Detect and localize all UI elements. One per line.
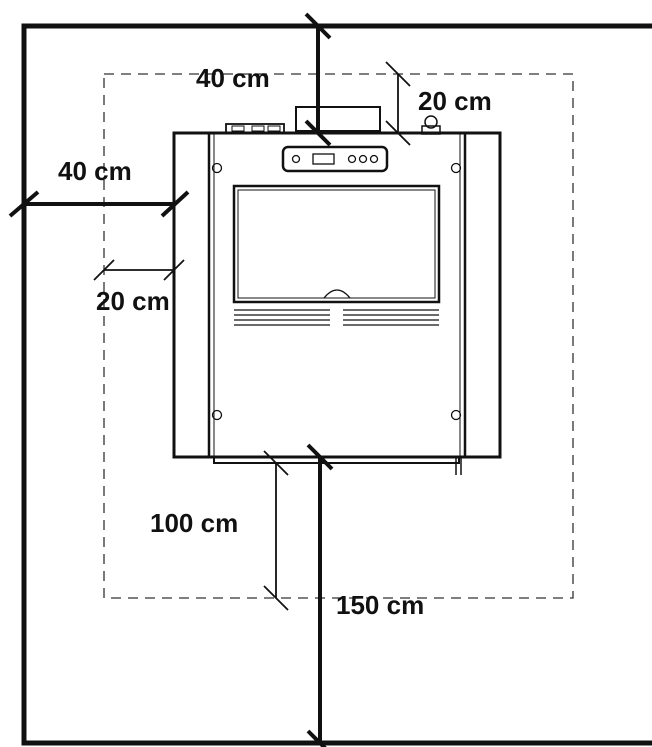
screw-top-left	[211, 162, 223, 174]
clearance-zone-dashed	[103, 73, 574, 599]
stove-glass-window	[232, 184, 441, 304]
screw-top-right	[450, 162, 462, 174]
label-front-inner: 100 cm	[150, 508, 238, 538]
stove-vent-slots	[234, 309, 439, 326]
label-left-wall: 40 cm	[58, 156, 132, 186]
room-wall-outline	[21, 23, 652, 746]
stove-control-panel	[281, 145, 389, 173]
stove-unit	[172, 106, 502, 475]
stove-base	[213, 457, 460, 464]
screw-bottom-left	[211, 409, 223, 421]
screw-bottom-right	[450, 409, 462, 421]
label-front-wall: 150 cm	[336, 590, 424, 620]
stove-body	[172, 131, 502, 459]
label-top-wall: 40 cm	[196, 63, 270, 93]
control-display	[312, 153, 335, 165]
stove-top-connector	[421, 115, 441, 135]
stove-flue-collar	[295, 106, 381, 132]
label-left-side: 20 cm	[96, 286, 170, 316]
label-top-right: 20 cm	[418, 86, 492, 116]
